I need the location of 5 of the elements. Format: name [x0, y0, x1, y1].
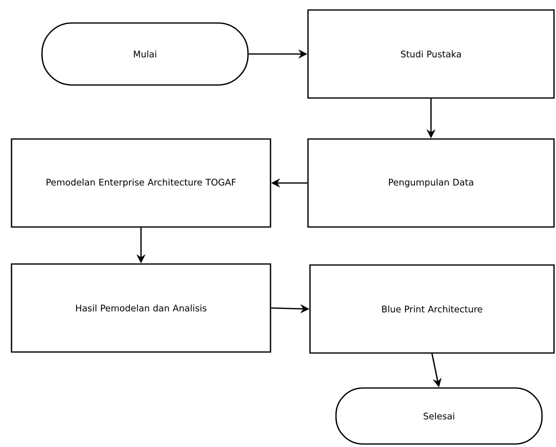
process-box: Studi Pustaka	[307, 9, 555, 99]
process-box: Blue Print Architecture	[309, 264, 555, 354]
process-box: Hasil Pemodelan dan Analisis	[10, 263, 272, 353]
process-box: Pemodelan Enterprise Architecture TOGAF	[10, 138, 272, 228]
process-box: Pengumpulan Data	[307, 138, 555, 228]
